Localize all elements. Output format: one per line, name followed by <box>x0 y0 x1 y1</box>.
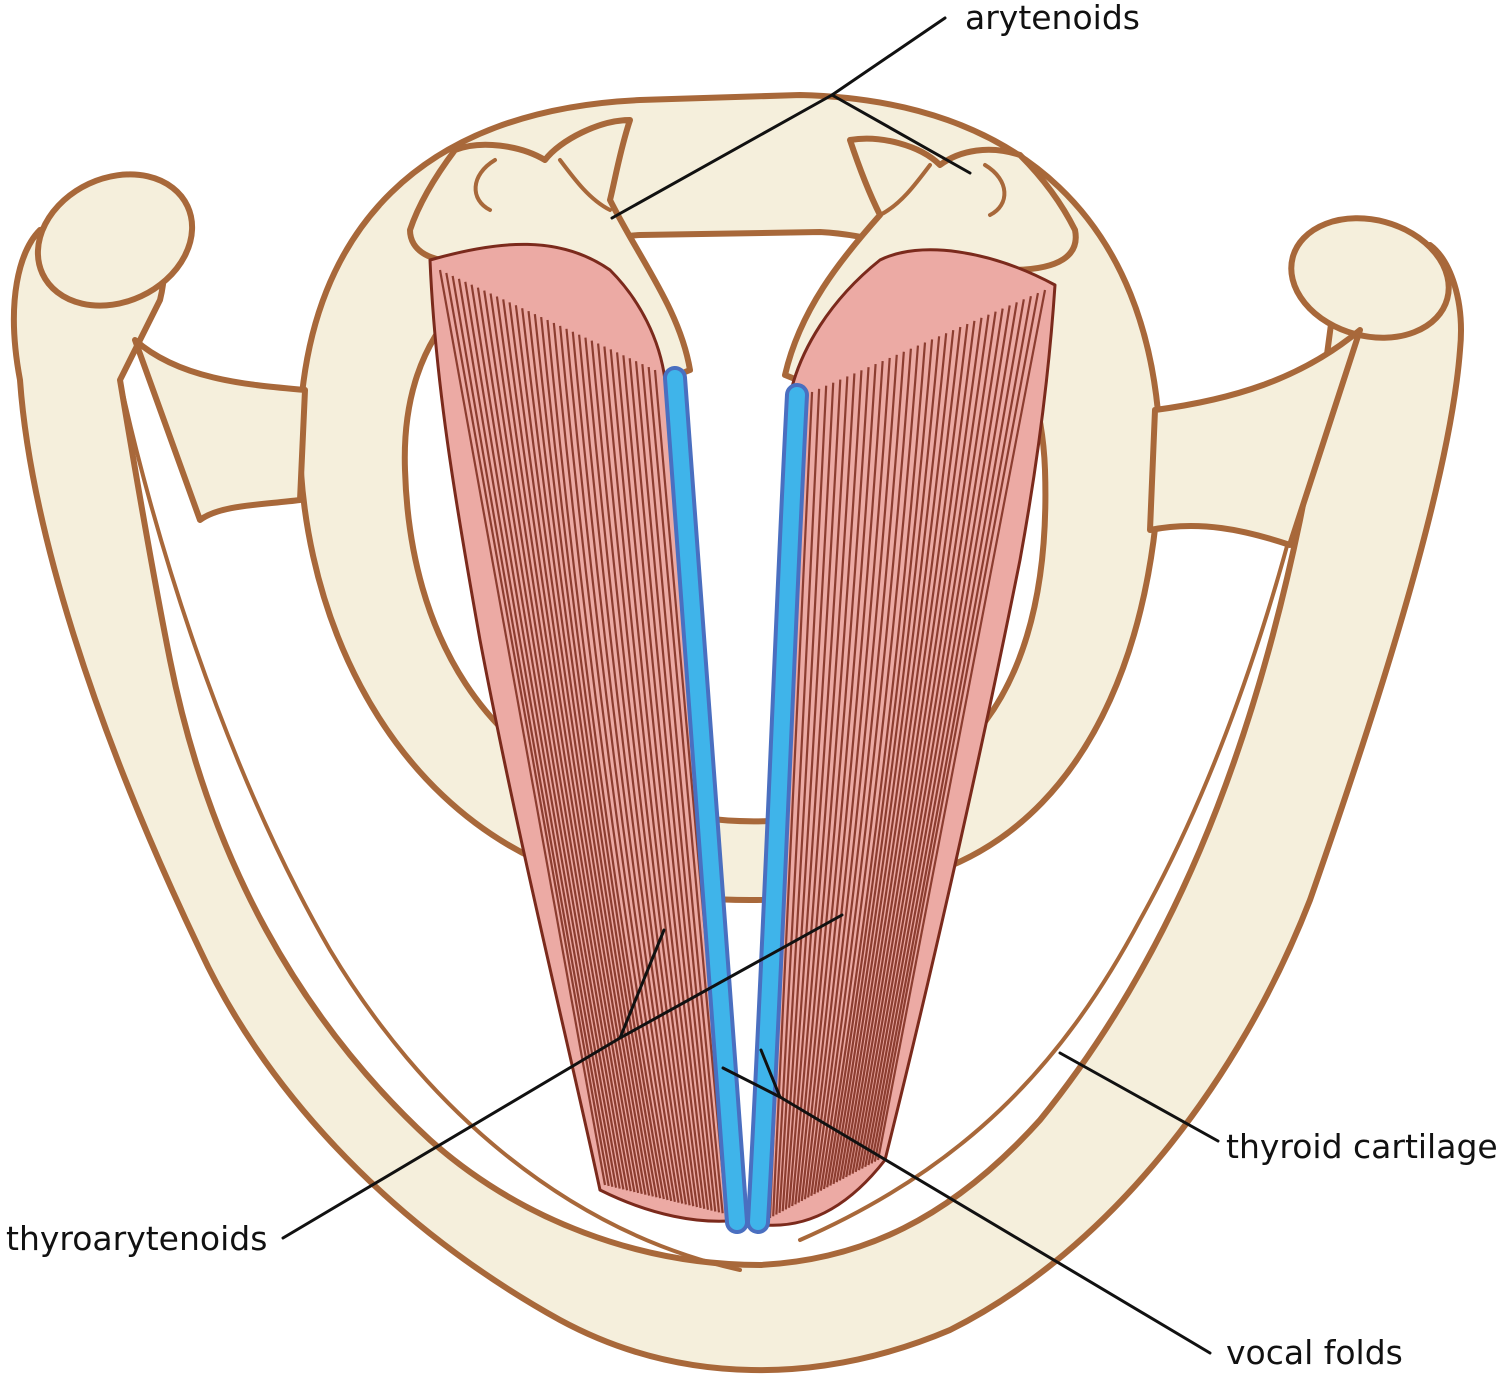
muscle-fiber <box>794 370 863 1205</box>
muscle-fiber <box>832 333 948 1185</box>
muscle-fiber <box>476 287 629 1191</box>
muscle-fiber <box>784 379 842 1210</box>
vocal-folds <box>663 366 809 1234</box>
muscle-fiber <box>508 302 647 1195</box>
muscle-fiber <box>578 334 687 1205</box>
muscle-fiber <box>464 281 621 1189</box>
cricoid-cartilage <box>132 92 1363 903</box>
muscle-fiber <box>451 275 614 1187</box>
leader-arytenoids <box>830 16 947 97</box>
muscle-fiber <box>514 305 651 1196</box>
leader-lines <box>281 16 1220 1355</box>
muscle-fiber <box>813 351 905 1195</box>
label-vocal-folds: vocal folds <box>1226 1333 1403 1372</box>
muscle-fiber <box>816 348 912 1193</box>
muscle-fiber <box>861 305 1011 1169</box>
muscle-fiber <box>829 336 941 1186</box>
thyroarytenoid-muscles <box>428 242 1057 1227</box>
muscle-fiber <box>571 331 684 1204</box>
muscle-fiber <box>851 314 990 1174</box>
muscle-fiber <box>845 320 976 1178</box>
vocal-fold-right-core <box>750 387 805 1230</box>
muscle-fiber <box>502 299 643 1195</box>
leader-arytenoids-right <box>830 93 972 175</box>
muscle-fiber <box>876 289 1047 1161</box>
leader-arytenoids-left <box>610 93 834 220</box>
muscle-fiber <box>797 367 870 1203</box>
muscle-fiber <box>803 360 884 1200</box>
muscle-fiber <box>483 290 632 1192</box>
muscle-fiber <box>438 269 607 1186</box>
muscle-fiber <box>870 295 1032 1164</box>
muscle-fiber <box>565 328 680 1203</box>
muscle-fiber <box>781 382 835 1212</box>
muscle-fiber <box>867 299 1025 1166</box>
leader-vocal-folds <box>778 1095 1212 1355</box>
muscle-fiber <box>857 308 1004 1171</box>
muscle-fiber <box>854 311 997 1173</box>
leader-thyroarytenoids-right <box>618 913 844 1040</box>
muscle-fiber <box>628 358 717 1212</box>
muscle-fiber <box>873 292 1040 1162</box>
muscle-fiber <box>546 319 669 1201</box>
muscle-fiber <box>819 345 920 1191</box>
muscle-fiber <box>778 385 828 1213</box>
label-thyroarytenoids: thyroarytenoids <box>6 1219 267 1258</box>
muscle-fiber <box>445 272 610 1187</box>
leader-thyroarytenoids-left <box>618 928 666 1040</box>
muscle-fiber <box>838 326 962 1181</box>
muscle-fiber <box>470 284 625 1190</box>
muscle-fiber <box>826 339 934 1188</box>
muscle-fiber <box>791 373 856 1207</box>
leader-thyroid-cartilage <box>1058 1051 1220 1143</box>
muscle-fiber <box>596 343 699 1208</box>
muscle-fiber <box>775 388 821 1215</box>
muscle-fiber <box>540 316 665 1200</box>
muscle-fiber <box>521 308 654 1197</box>
muscle-fiber <box>603 346 702 1209</box>
muscle-fiber <box>647 366 728 1215</box>
muscle-fiber <box>807 357 891 1198</box>
muscle-fibers-left <box>438 269 732 1216</box>
vocal-fold-left-core <box>667 370 745 1230</box>
muscle-fiber <box>584 337 691 1206</box>
muscle-fiber <box>559 325 676 1202</box>
muscle-fiber <box>641 364 724 1214</box>
leader-vocal-folds-right <box>759 1048 782 1099</box>
muscle-fiber <box>552 322 673 1202</box>
label-thyroid-cartilage: thyroid cartilage <box>1226 1127 1498 1166</box>
muscle-fiber <box>848 317 983 1176</box>
muscle-fiber <box>810 354 898 1196</box>
muscle-fiber <box>609 349 706 1209</box>
muscle-fiber <box>622 355 713 1211</box>
leader-thyroarytenoids <box>281 1036 622 1240</box>
muscle-fiber <box>822 342 927 1190</box>
muscle-fiber <box>835 330 955 1183</box>
thyroid-cartilage <box>10 171 1464 1374</box>
muscle-fiber <box>787 376 849 1208</box>
label-arytenoids: arytenoids <box>965 0 1140 37</box>
muscle-fiber <box>634 361 721 1213</box>
muscle-fiber <box>489 293 636 1193</box>
muscle-fiber <box>590 340 695 1207</box>
muscle-fiber <box>495 296 640 1194</box>
muscle-fiber <box>533 314 662 1199</box>
leader-vocal-folds-left <box>721 1066 782 1099</box>
muscle-fiber <box>615 352 710 1210</box>
muscle-fiber <box>841 323 969 1179</box>
muscle-fiber <box>864 302 1018 1168</box>
muscle-fiber <box>800 364 877 1202</box>
muscle-fiber <box>527 311 658 1198</box>
